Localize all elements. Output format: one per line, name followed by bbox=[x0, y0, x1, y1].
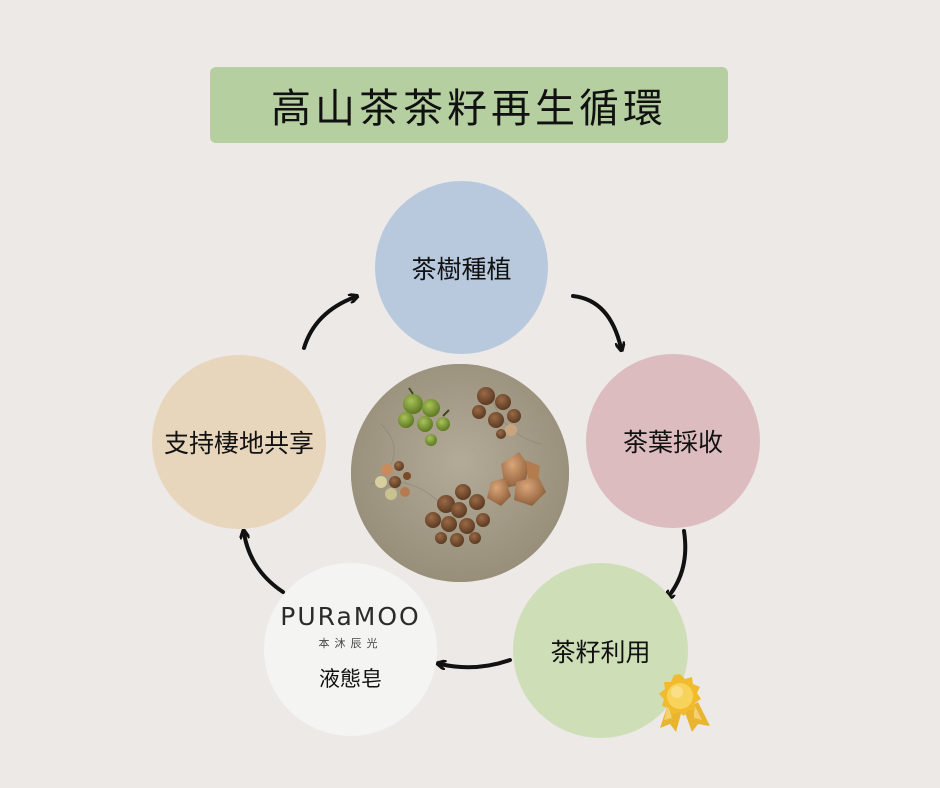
arrow-soap-to-share bbox=[244, 533, 285, 594]
cycle-node-soap: PURaMOO 本沐辰光 液態皂 bbox=[264, 563, 437, 736]
cycle-node-harvest: 茶葉採收 bbox=[586, 354, 760, 528]
title-banner: 高山茶茶籽再生循環 bbox=[210, 67, 728, 143]
node-label-seed: 茶籽利用 bbox=[550, 637, 651, 667]
node-label-plant: 茶樹種植 bbox=[411, 254, 512, 284]
page-title: 高山茶茶籽再生循環 bbox=[271, 86, 667, 132]
cycle-node-share: 支持棲地共享 bbox=[152, 355, 326, 529]
brand-logo: PURaMOO bbox=[280, 602, 421, 631]
node-label-soap: 液態皂 bbox=[319, 667, 382, 691]
award-ribbon-icon bbox=[659, 674, 710, 732]
tea-seeds-photo bbox=[351, 364, 569, 582]
node-label-share: 支持棲地共享 bbox=[163, 429, 314, 458]
arrow-seed-to-soap bbox=[440, 658, 512, 667]
arrow-share-to-plant bbox=[302, 297, 355, 350]
cycle-node-plant: 茶樹種植 bbox=[375, 181, 548, 354]
arrow-harvest-to-seed bbox=[668, 529, 688, 597]
brand-subtitle: 本沐辰光 bbox=[318, 637, 383, 650]
arrow-plant-to-harvest bbox=[571, 294, 621, 348]
node-label-harvest: 茶葉採收 bbox=[622, 428, 723, 457]
cycle-node-seed: 茶籽利用 bbox=[513, 563, 688, 738]
